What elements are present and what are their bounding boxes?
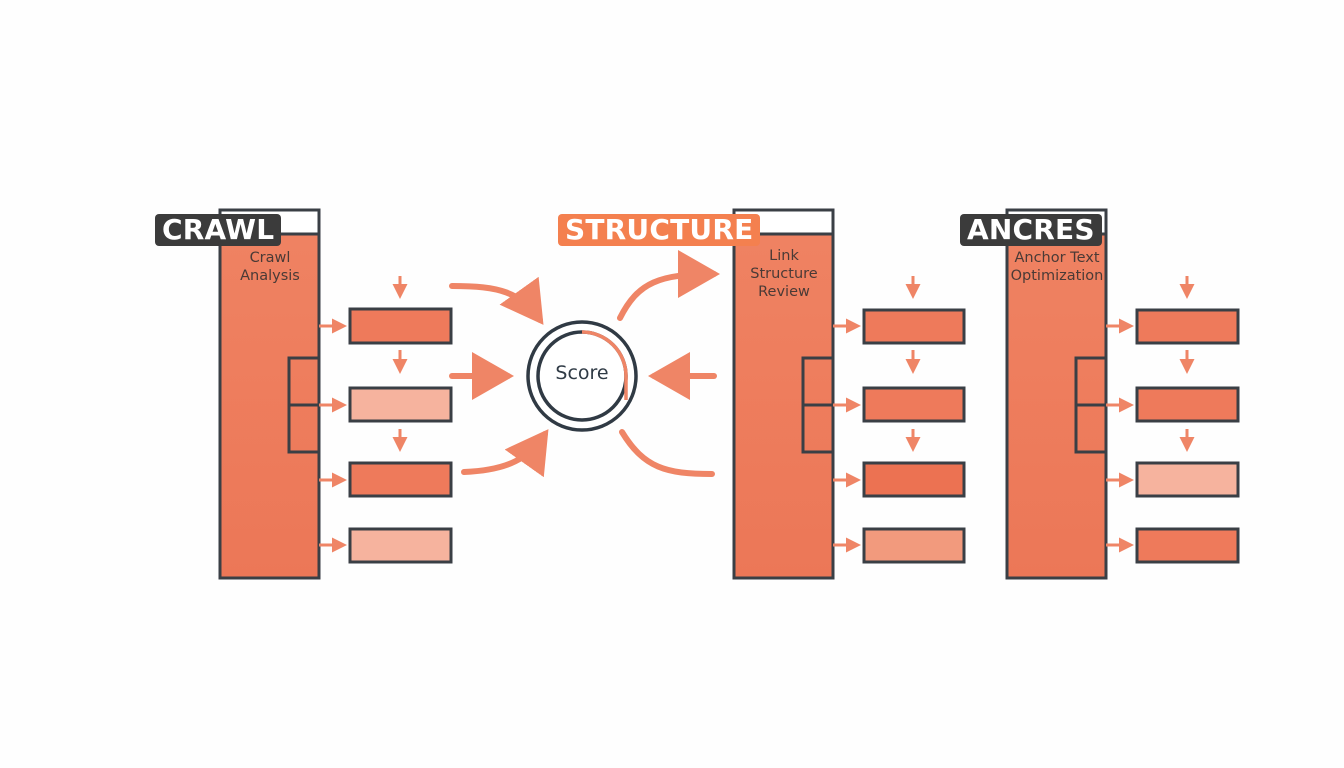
score-progress-arc (581, 330, 628, 400)
ancres-tag: ANCRES (960, 214, 1102, 246)
structure-step-box-3 (862, 461, 966, 498)
crawl-step-box-4 (348, 527, 453, 564)
ancres-step-box-2 (1135, 386, 1240, 423)
crawl-step-box-3 (348, 461, 453, 498)
ancres-column-title: Anchor Text Optimization (1010, 250, 1104, 284)
arrow-score-to-structure-bottom (619, 429, 715, 477)
structure-step-box-4 (862, 527, 966, 564)
ancres-step-box-4 (1135, 527, 1240, 564)
crawl-column-title: Crawl Analysis (240, 250, 300, 284)
structure-step-box-1 (862, 308, 966, 345)
ancres-step-box-3 (1135, 461, 1240, 498)
crawl-step-box-2 (348, 386, 453, 423)
arrow-crawl-to-score-bottom (461, 429, 549, 478)
score-circle (526, 320, 638, 432)
crawl-column (218, 208, 453, 580)
crawl-step-box-1 (348, 307, 453, 345)
crawl-tag: CRAWL (155, 214, 282, 246)
structure-column-title: Link Structure Review (750, 248, 818, 300)
flow-arrows (449, 250, 720, 478)
score-label: Score (555, 362, 609, 384)
arrow-score-to-structure (617, 250, 720, 321)
structure-step-box-2 (862, 386, 966, 423)
arrow-crawl-to-score-top (449, 276, 544, 325)
ancres-step-box-1 (1135, 308, 1240, 345)
structure-tag: STRUCTURE (558, 214, 761, 246)
